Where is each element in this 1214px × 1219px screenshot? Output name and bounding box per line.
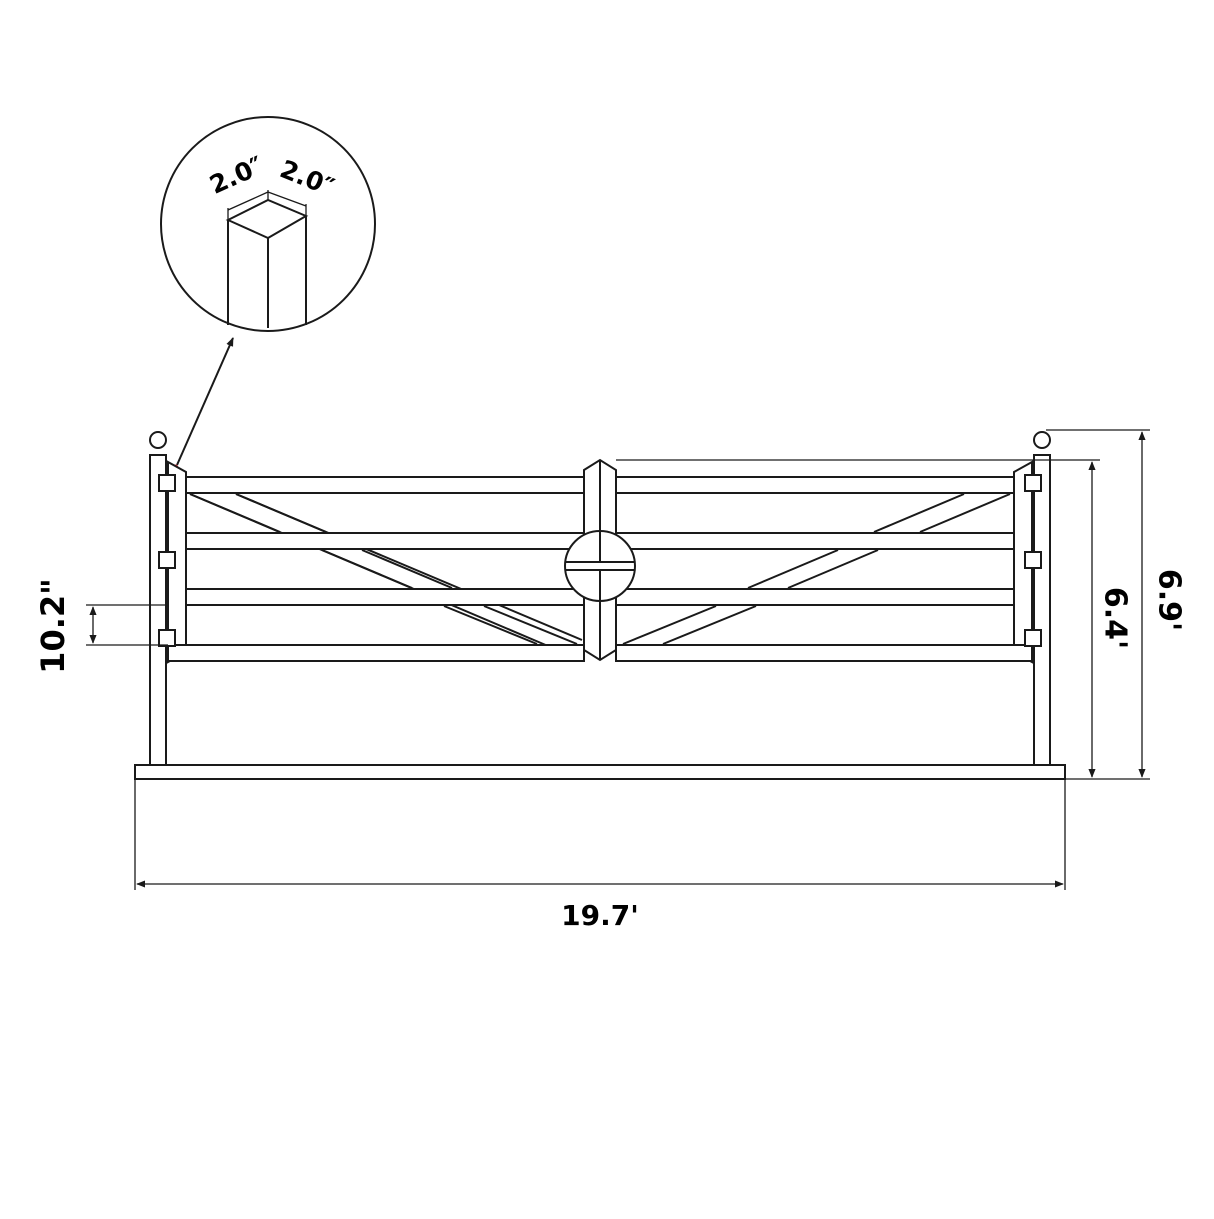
left-hinges [158,474,176,647]
gate-height-dimension: 6.4' [1088,461,1133,778]
right-post-finial [1033,431,1051,449]
left-gate-leaf [167,460,585,664]
post-depth-label: 2.0″ [276,154,338,202]
right-post [1033,431,1051,766]
left-post [149,431,167,766]
left-post-finial [149,431,167,449]
total-width-dimension: 19.7' [136,880,1064,932]
total-width-label: 19.7' [561,899,639,932]
rail-spacing-dimension: 10.2" [34,578,168,674]
post-width-label: 2.0″ [205,151,267,200]
square-post-icon [225,198,309,328]
base-slab [134,764,1066,890]
total-height-label: 6.9' [1152,569,1187,631]
post-detail-callout: 2.0″ 2.0″ [160,116,376,332]
detail-leader-arrow [176,337,234,466]
total-height-dimension: 6.9' [1138,431,1187,778]
latch-medallion [564,530,636,602]
right-hinges [1024,474,1042,647]
gate-height-label: 6.4' [1098,587,1133,649]
detail-dimension-lines [227,190,307,220]
detail-circle [160,116,376,332]
right-gate-leaf [615,460,1033,664]
rail-spacing-label: 10.2" [34,578,72,674]
